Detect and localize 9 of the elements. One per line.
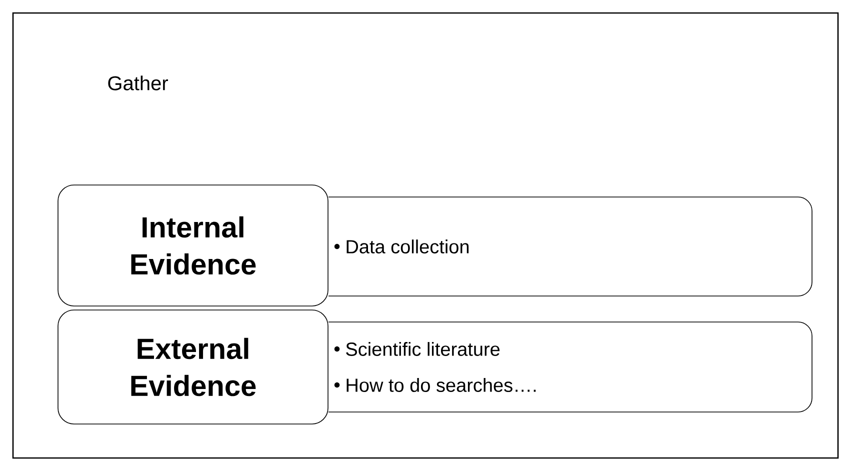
- content-box: [328, 196, 812, 296]
- heading-box: External Evidence: [58, 310, 328, 424]
- bullet-item: Scientific literature: [346, 342, 500, 356]
- frame: [12, 12, 839, 459]
- heading-box: Internal Evidence: [58, 184, 328, 306]
- bullet-item: Data collection: [346, 240, 469, 254]
- bullet-item: How to do searches….: [346, 378, 536, 392]
- heading: Gather: [108, 76, 168, 90]
- content-box: [328, 322, 812, 412]
